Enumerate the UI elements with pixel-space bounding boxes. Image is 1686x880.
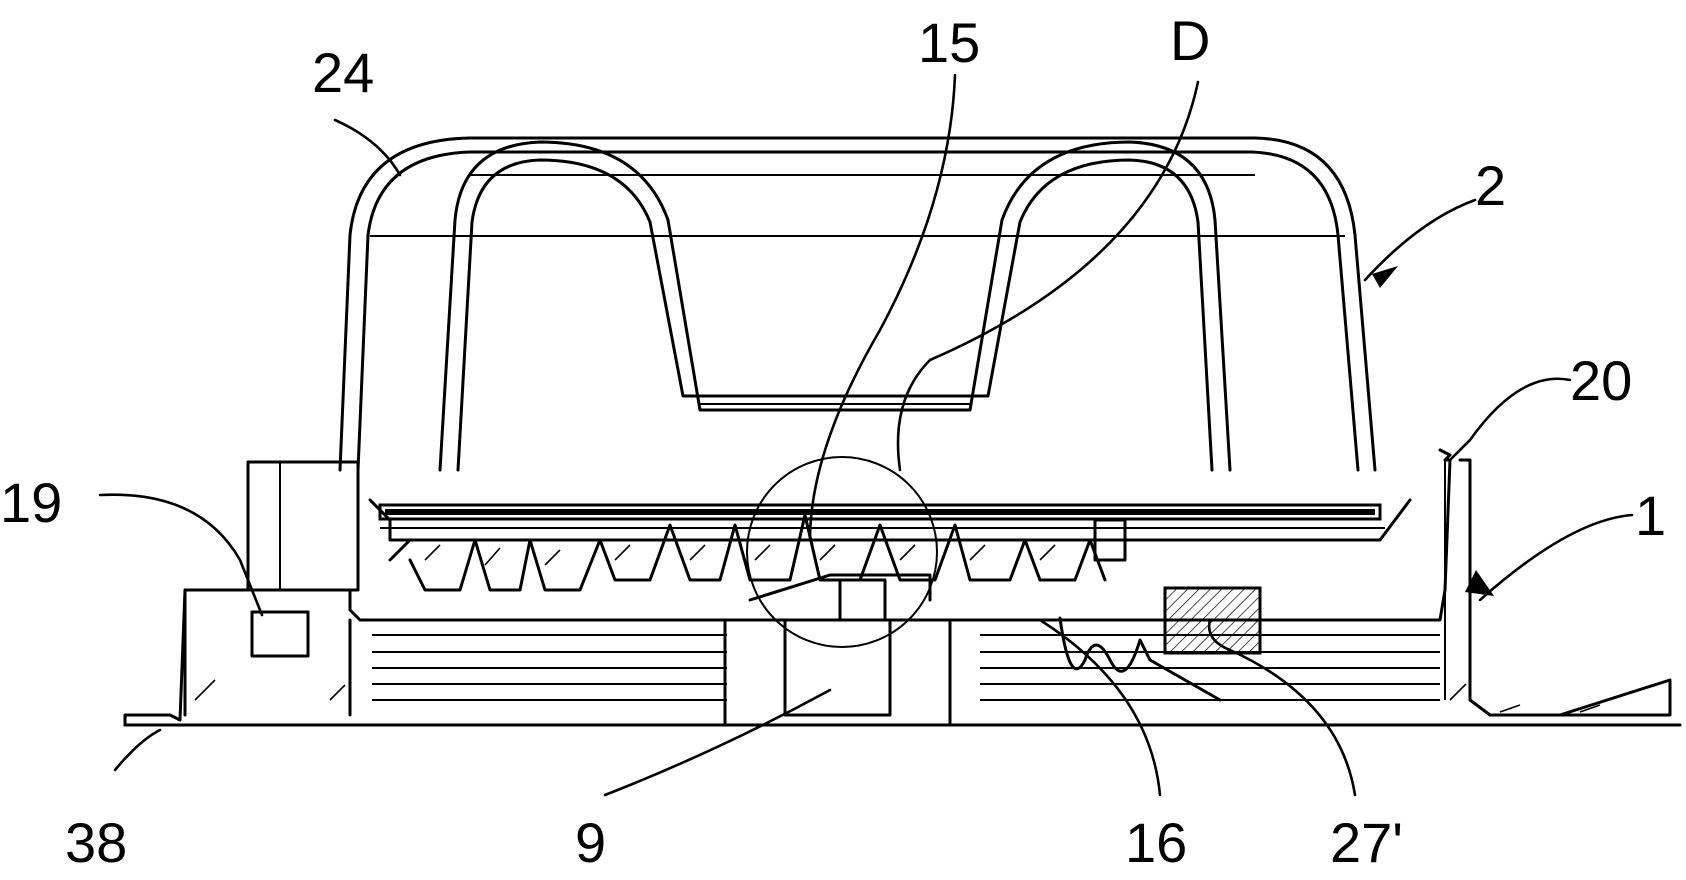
arrow-1-icon: [1465, 570, 1494, 596]
right-components: [1058, 518, 1262, 702]
label-16: 16: [1125, 811, 1187, 874]
leader-lines: [98, 73, 1634, 797]
arrow-2-icon: [1372, 266, 1398, 288]
left-housing: [246, 460, 360, 658]
cover-cap: [338, 136, 1377, 472]
label-24: 24: [312, 41, 374, 104]
spike-row: [388, 513, 1107, 592]
reference-labels: 24 15 D 2 20 19 1 38 9 16 27': [0, 9, 1666, 874]
label-27-prime: 27': [1330, 811, 1403, 874]
label-1: 1: [1635, 484, 1666, 547]
label-D: D: [1170, 9, 1210, 72]
label-2: 2: [1475, 154, 1506, 217]
flange-plates: [368, 498, 1412, 542]
label-38: 38: [65, 811, 127, 874]
label-19: 19: [0, 471, 62, 534]
detail-circle: [746, 456, 938, 648]
hatched-part: [1163, 586, 1262, 655]
label-9: 9: [575, 811, 606, 874]
label-20: 20: [1570, 349, 1632, 412]
label-15: 15: [918, 11, 980, 74]
